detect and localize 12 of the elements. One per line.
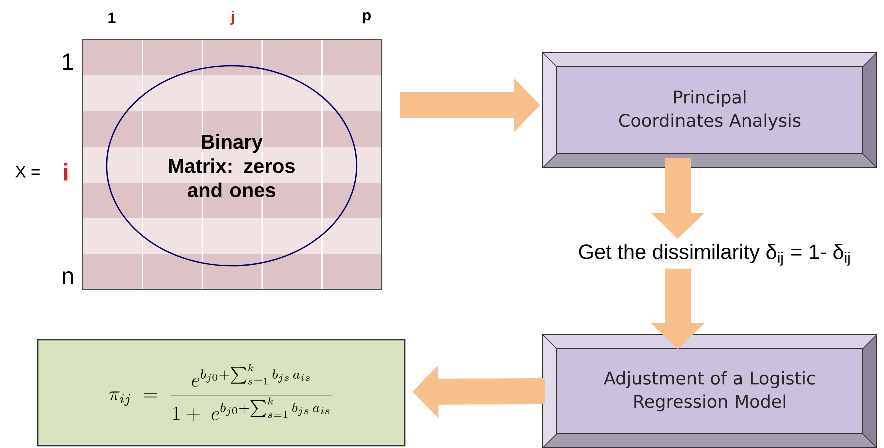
- process-box: Principal Coordinates Analysis: [542, 52, 878, 168]
- axis-label: 1: [108, 12, 116, 24]
- axis-label: p: [363, 12, 371, 24]
- process-box: Adjustment of a Logistic Regression Model: [542, 334, 878, 448]
- matrix-grid: [82, 40, 382, 290]
- axis-label: i: [64, 163, 68, 181]
- step-text: Get the dissimilarity δ$_{ij}$ = 1- δ$_{ij}$: [579, 244, 850, 266]
- axis-label: X =: [16, 166, 40, 178]
- formula-box: $\pi_{ij} \;=\; \frac{e^{b_{j0}+\sum_{s=1}^{k} b_{js}\, a_{is}}}{1 +\; e^{b_{j0}+\sum_{s=1}^{k} b_{js}\, a_{is}}}$: [37, 339, 406, 447]
- axis-label: j: [230, 11, 234, 25]
- axis-label: 1: [63, 54, 74, 70]
- axis-label: n: [62, 272, 74, 284]
